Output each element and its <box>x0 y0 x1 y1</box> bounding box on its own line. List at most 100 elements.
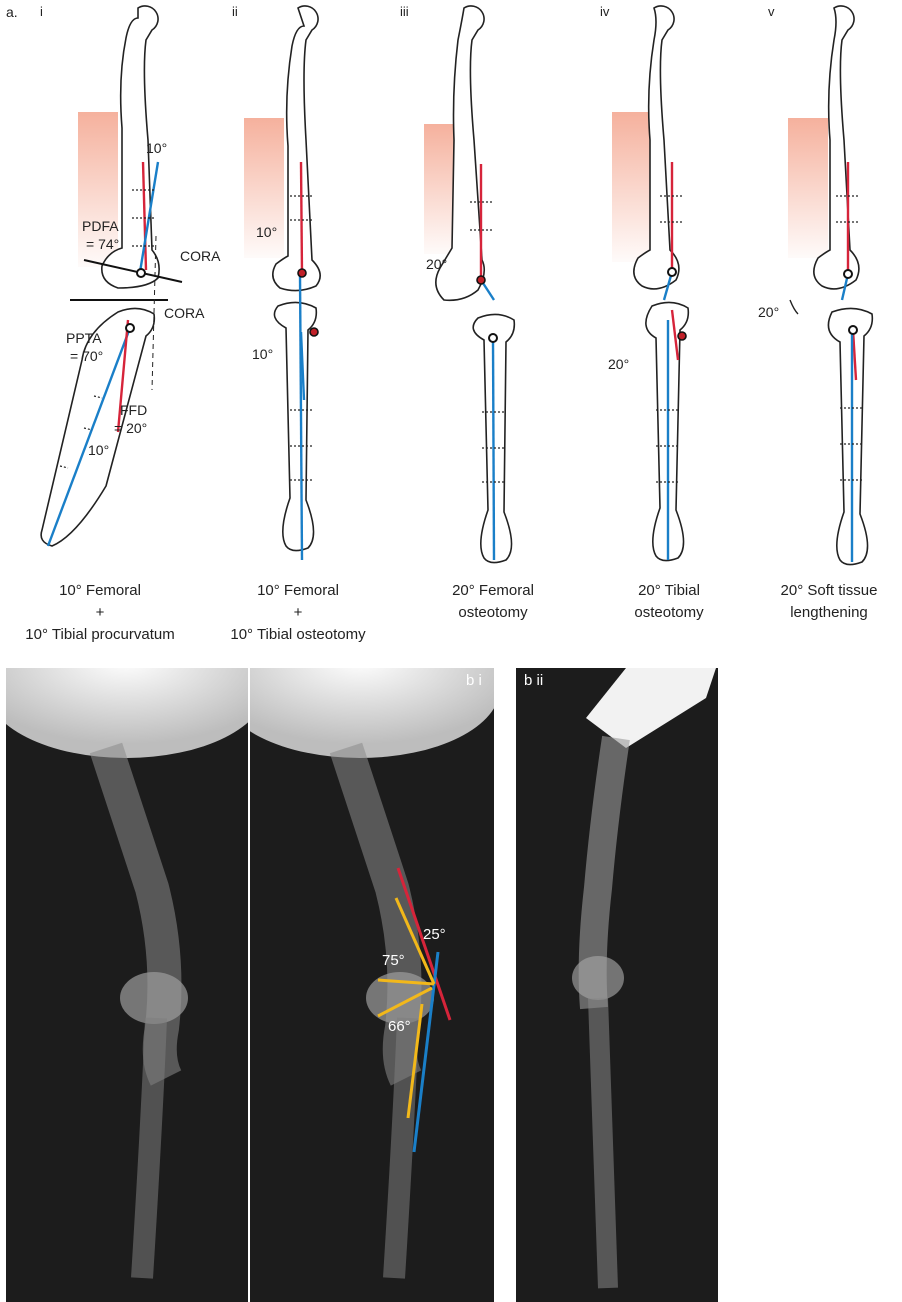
tibia-axis <box>299 331 306 401</box>
cora-marker-tibia <box>125 323 135 333</box>
reference-dashed-line <box>151 235 157 391</box>
caption-ii: 10° Femoral + 10° Tibial osteotomy <box>198 580 398 646</box>
caption-ii-line2: + <box>293 604 303 621</box>
xray-divider <box>248 668 250 1302</box>
femoral-joint-line <box>83 259 183 283</box>
femur-axis-red <box>396 867 452 1021</box>
angle-label-66: 66° <box>388 1018 411 1035</box>
tibia-mechanical-axis-blue <box>298 273 304 561</box>
ffd-label: FFD <box>120 402 148 418</box>
caption-v-line1: 20° Soft tissue <box>780 582 878 599</box>
leg-diagram-i <box>40 5 183 547</box>
caption-iii-line1: 20° Femoral <box>452 582 534 599</box>
level-marks <box>290 195 314 481</box>
femur-bone <box>633 5 680 290</box>
angle-label-ii-upper: 10° <box>256 224 278 240</box>
femur-angle-line-yellow <box>394 897 436 985</box>
tibia-bone <box>273 301 318 552</box>
caption-iv-line1: 20° Tibial <box>638 582 700 599</box>
tibia-mechanical-axis-blue <box>46 327 132 547</box>
leg-diagram-iii <box>424 5 516 564</box>
roman-ii: ii <box>232 4 238 19</box>
tibia-level-marks <box>59 395 103 469</box>
caption-i-line3: 10° Tibial procurvatum <box>25 626 175 643</box>
femur-bone <box>272 5 321 292</box>
caption-ii-line1: 10° Femoral <box>257 582 339 599</box>
roman-v: v <box>768 4 775 19</box>
soft-tissue-shading <box>244 118 284 258</box>
cora-marker-tibia <box>848 325 858 335</box>
level-marks <box>470 201 506 483</box>
femur-mechanical-axis-blue <box>138 161 160 273</box>
caption-iv: 20° Tibial osteotomy <box>574 580 764 624</box>
tibia-angle-line-yellow <box>406 1003 424 1119</box>
angle-label-ii-lower: 10° <box>252 346 274 362</box>
xray-image-bi <box>250 668 494 1302</box>
angle-label-10-bottom: 10° <box>88 442 110 458</box>
level-marks <box>836 195 864 481</box>
caption-v: 20° Soft tissue lengthening <box>756 580 902 624</box>
pdfa-value: = 74° <box>86 236 120 252</box>
femur-joint-line-yellow <box>377 978 435 986</box>
femur-anatomic-axis-red <box>141 161 148 271</box>
cora-label-tibia: CORA <box>164 305 205 321</box>
tibia-anatomic-axis-red <box>116 319 130 433</box>
cora-marker-femur <box>136 268 146 278</box>
roman-i: i <box>40 4 43 19</box>
osteotomy-marker-femur <box>297 268 307 278</box>
angle-label-25: 25° <box>423 926 446 943</box>
xray-image-bi-drawing <box>250 668 494 1302</box>
roman-iii: iii <box>400 4 409 19</box>
cora-marker-tibia <box>488 333 498 343</box>
tibia-anatomic-axis-red <box>670 309 680 361</box>
caption-i: 10° Femoral + 10° Tibial procurvatum <box>0 580 200 646</box>
caption-iv-line2: osteotomy <box>634 604 704 621</box>
xray-image-1-drawing <box>6 668 248 1302</box>
ppta-value: = 70° <box>70 348 104 364</box>
tibia-axis-blue <box>412 951 440 1153</box>
panel-a-diagrams: a. i ii iii iv v 10° PDFA = 74° CORA COR… <box>0 4 902 646</box>
angle-label-75: 75° <box>382 952 405 969</box>
label-b-ii: b ii <box>524 672 544 689</box>
angle-label-10-top: 10° <box>146 140 168 156</box>
caption-iii: 20° Femoral osteotomy <box>398 580 588 624</box>
roman-iv: iv <box>600 4 610 19</box>
angle-label-v: 20° <box>758 304 780 320</box>
tibia-mechanical-axis-blue <box>491 339 496 561</box>
level-marks <box>656 195 684 483</box>
leg-diagram-v <box>788 5 874 566</box>
tibia-anatomic-axis-red <box>851 329 858 381</box>
cora-label-femur: CORA <box>180 248 221 264</box>
cora-marker-femur <box>667 267 677 277</box>
osteotomy-marker-tibia <box>309 327 319 337</box>
soft-tissue-shading <box>788 118 828 258</box>
panel-a-drawing <box>40 5 874 566</box>
osteotomy-marker-tibia <box>677 331 687 341</box>
xray-image-bii-drawing <box>516 668 718 1302</box>
ppta-label: PPTA <box>66 330 102 346</box>
angle-label-iv: 20° <box>608 356 630 372</box>
soft-tissue-shading <box>612 112 652 262</box>
caption-i-line2: + <box>95 604 105 621</box>
femur-bone <box>435 5 486 302</box>
tibia-joint-line-yellow <box>377 986 433 1018</box>
caption-ii-line3: 10° Tibial osteotomy <box>230 626 366 643</box>
pdfa-label: PDFA <box>82 218 119 234</box>
femur-anatomic-axis-red <box>299 161 304 275</box>
tibia-bone <box>827 307 874 566</box>
xray-image-bii <box>516 668 718 1302</box>
leg-diagram-ii <box>244 5 321 561</box>
xray-image-1 <box>6 668 248 1302</box>
panel-letter-a: a. <box>6 4 18 20</box>
caption-v-line2: lengthening <box>790 604 868 621</box>
leg-diagram-iv <box>612 5 690 562</box>
caption-iii-line2: osteotomy <box>458 604 528 621</box>
soft-tissue-arrow <box>789 299 799 315</box>
osteotomy-marker-femur <box>476 275 486 285</box>
cora-marker-femur <box>843 269 853 279</box>
soft-tissue-shading <box>78 112 118 267</box>
angle-label-iii: 20° <box>426 256 448 272</box>
caption-i-line1: 10° Femoral <box>59 582 141 599</box>
label-b-i: b i <box>466 672 482 689</box>
ffd-value: = 20° <box>114 420 148 436</box>
